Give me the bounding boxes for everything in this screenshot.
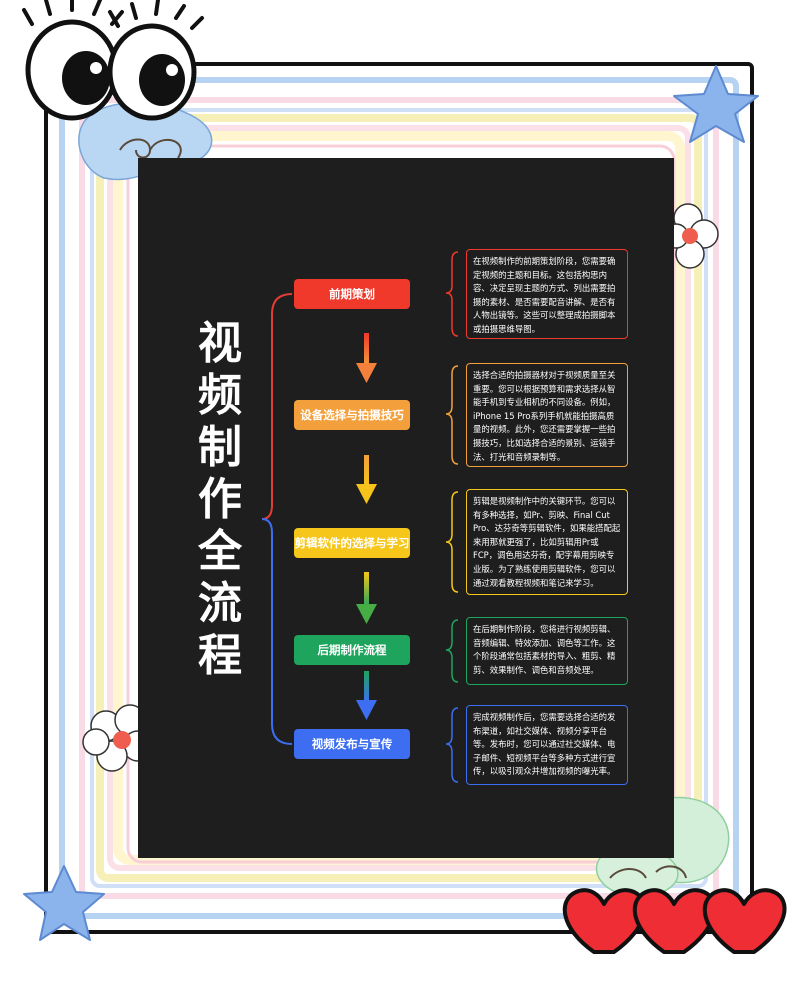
arrow-down-icon [356,572,377,624]
step-description-planning: 在视频制作的前期策划阶段，您需要确定视频的主题和目标。这包括构思内容、决定呈现主… [466,249,628,339]
hearts-icon [562,888,787,954]
step-description-equipment: 选择合适的拍摄器材对于视频质量至关重要。您可以根据预算和需求选择从智能手机到专业… [466,363,628,467]
star-icon [23,865,105,941]
page-title: 视频制作全流程 [198,318,242,681]
arrow-down-icon [356,333,377,383]
step-box-publishing: 视频发布与宣传 [294,729,410,759]
bracket-upper [261,293,293,520]
arrow-down-icon [356,455,377,504]
squiggle-top [119,138,182,159]
step-box-post-production: 后期制作流程 [294,635,410,665]
step-description-publishing: 完成视频制作后，您需要选择合适的发布渠道，如社交媒体、视频分享平台等。发布时，您… [466,705,628,785]
step-description-post-production: 在后期制作阶段，您将进行视频剪辑、音频编辑、特效添加、调色等工作。这个阶段通常包… [466,617,628,685]
star-icon [673,65,759,143]
step-box-planning: 前期策划 [294,279,410,309]
googly-eyes-icon [22,0,204,121]
bracket-lower [261,518,293,745]
pastel-stripes [59,77,739,919]
arrow-down-icon [356,671,377,720]
squiggle-bottom [609,865,687,879]
step-description-editing-software: 剪辑是视频制作中的关键环节。您可以有多种选择，如Pr、剪映、Final Cut … [466,489,628,595]
step-box-editing-software: 剪辑软件的选择与学习 [294,528,410,558]
step-box-equipment: 设备选择与拍摄技巧 [294,400,410,430]
brace-connectors [445,251,459,783]
